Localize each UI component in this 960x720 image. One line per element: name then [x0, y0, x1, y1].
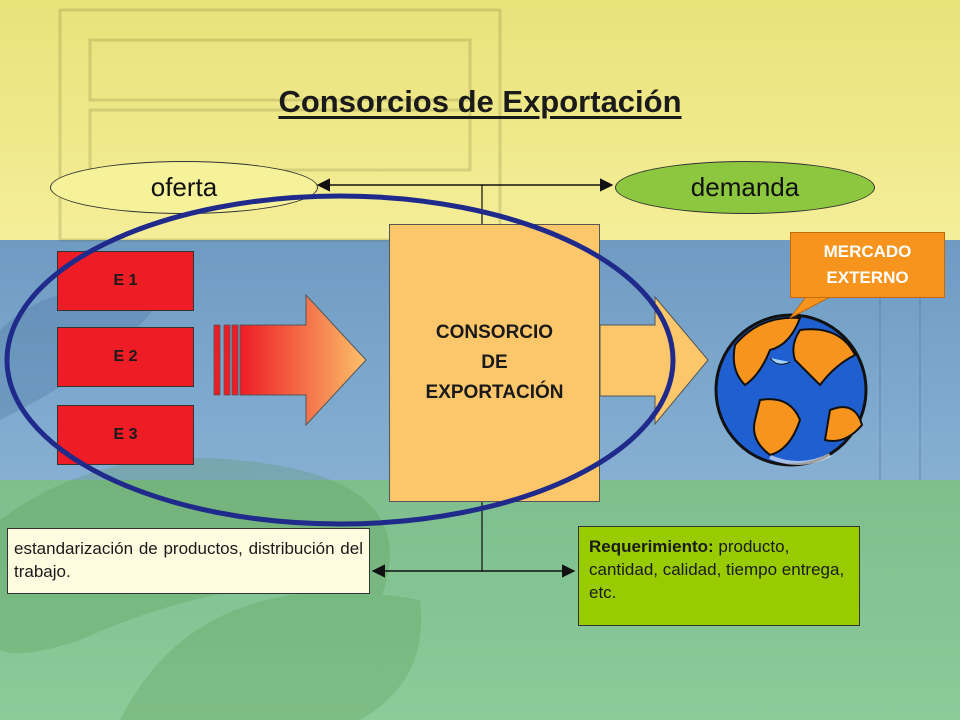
company-box-e2: E 2 [57, 327, 194, 387]
page-title: Consorcios de Exportación [278, 84, 682, 119]
requerimiento-text: producto, cantidad, calidad, tiempo entr… [589, 537, 845, 602]
company-label: E 2 [113, 348, 138, 365]
mercado-externo-callout: MERCADO EXTERNO [790, 232, 945, 298]
consorcio-line-1: CONSORCIO [435, 322, 554, 343]
consorcio-line-2: DE [481, 352, 508, 373]
requerimiento-note: Requerimiento: producto, cantidad, calid… [578, 526, 860, 626]
demanda-ellipse: demanda [615, 161, 875, 214]
oferta-label: oferta [150, 172, 218, 202]
oferta-ellipse: oferta [50, 161, 318, 214]
mercado-line-1: MERCADO [823, 242, 912, 261]
demanda-label: demanda [690, 172, 800, 202]
company-label: E 1 [113, 272, 138, 289]
company-box-e1: E 1 [57, 251, 194, 311]
company-label: E 3 [113, 426, 138, 443]
consorcio-line-3: EXPORTACIÓN [425, 382, 564, 403]
estandarizacion-note: estandarización de productos, distribuci… [7, 528, 370, 594]
requerimiento-label: Requerimiento: [589, 537, 714, 556]
company-box-e3: E 3 [57, 405, 194, 465]
estandarizacion-text: estandarización de productos, distribuci… [14, 539, 363, 581]
consorcio-box: CONSORCIO DE EXPORTACIÓN [389, 224, 600, 502]
mercado-line-2: EXTERNO [826, 268, 909, 287]
